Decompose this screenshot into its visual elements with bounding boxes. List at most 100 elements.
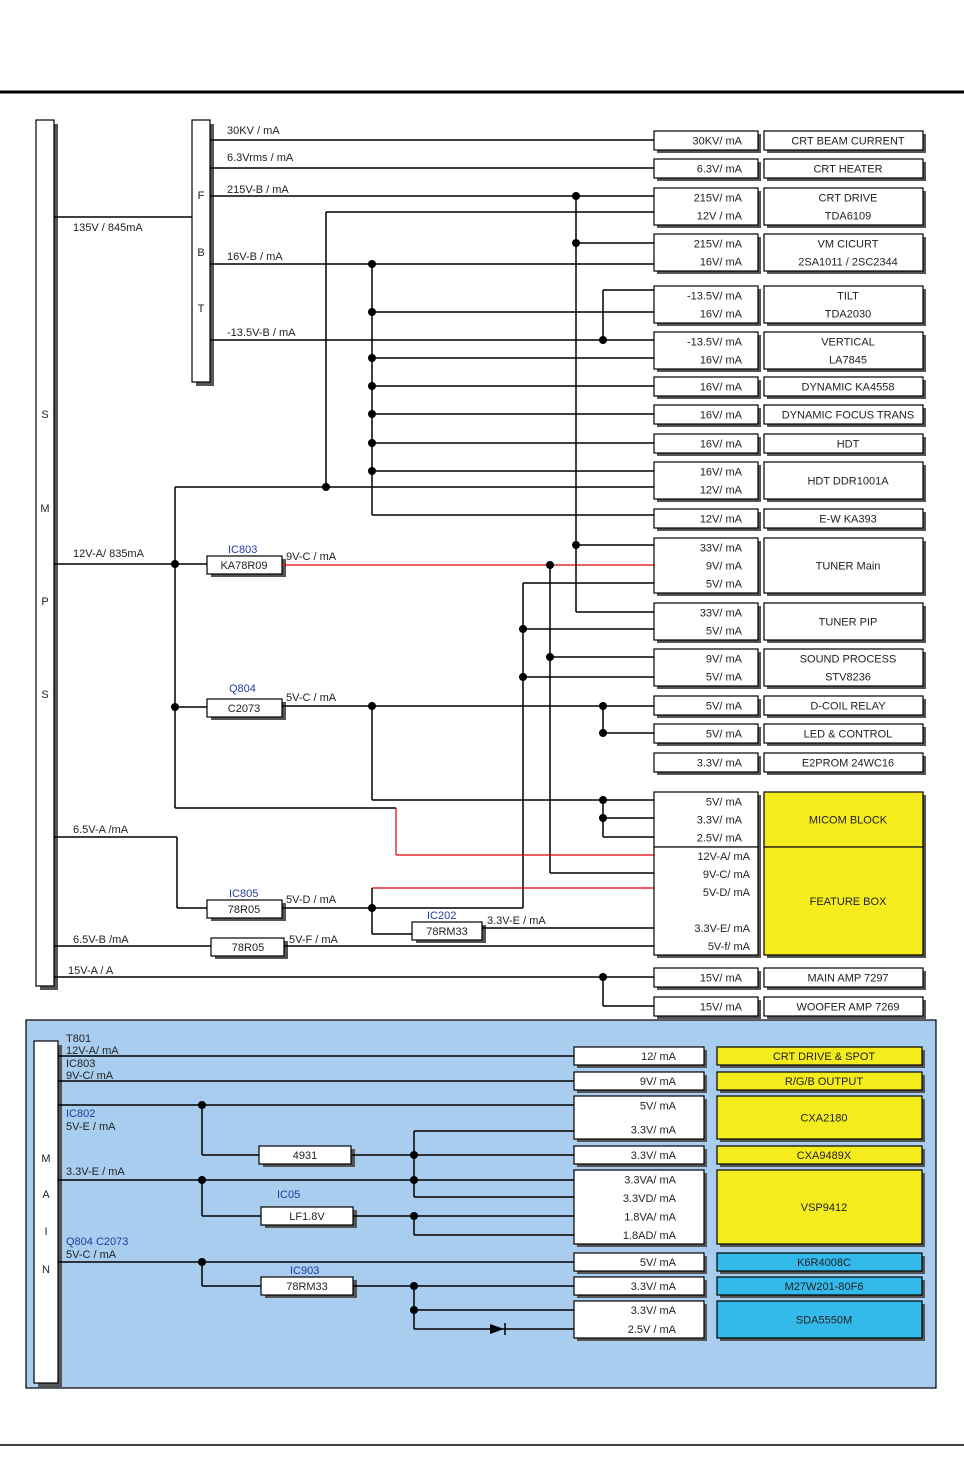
load-name: CRT BEAM CURRENT <box>791 136 905 148</box>
load-name: MAIN AMP 7297 <box>807 973 888 985</box>
load-block <box>763 508 924 529</box>
svg-text:78R05: 78R05 <box>232 942 264 954</box>
voltage-value: 3.3V/ mA <box>697 758 743 770</box>
load-block <box>763 461 924 500</box>
load-name: VERTICAL <box>821 337 875 349</box>
rail-label: 12V-A/ 835mA <box>73 548 145 560</box>
voltage-value: 12V / mA <box>697 211 743 223</box>
load-block <box>763 331 924 370</box>
load-name: CRT DRIVE & SPOT <box>773 1051 876 1063</box>
voltage-box <box>653 967 759 988</box>
voltage-box <box>573 1252 705 1272</box>
voltage-value: 9V/ mA <box>640 1076 677 1088</box>
voltage-box <box>573 1300 705 1339</box>
rail-label: 215V-B / mA <box>227 184 289 196</box>
voltage-value: 1.8VA/ mA <box>624 1211 676 1223</box>
load-block <box>763 233 924 272</box>
main-rail-label: 3.3V-E / mA <box>66 1166 125 1178</box>
voltage-value: -13.5V/ mA <box>687 337 743 349</box>
load-block <box>763 130 924 151</box>
main-rail-ref: Q804 C2073 <box>66 1236 128 1248</box>
load-name: HDT <box>837 439 860 451</box>
fbt-block <box>191 119 211 383</box>
load-block <box>716 1145 923 1165</box>
voltage-box <box>573 1046 705 1066</box>
voltage-value: 2.5V/ mA <box>697 833 743 845</box>
voltage-value: 6.3V/ mA <box>697 164 743 176</box>
rail-label: 6.5V-B /mA <box>73 934 129 946</box>
load-name: TUNER PIP <box>819 617 878 629</box>
voltage-value: 5V-D/ mA <box>703 887 751 899</box>
load-name: VM CICURT <box>818 239 879 251</box>
smps-block <box>35 119 55 987</box>
svg-text:LF1.8V: LF1.8V <box>289 1211 325 1223</box>
svg-text:C2073: C2073 <box>228 703 260 715</box>
load-name: MICOM BLOCK <box>809 815 888 827</box>
load-name: TDA6109 <box>825 211 871 223</box>
voltage-box <box>653 331 759 370</box>
load-block <box>763 158 924 179</box>
voltage-box <box>653 461 759 500</box>
q804-transistor <box>206 698 283 718</box>
main-rail-label: 5V-E / mA <box>66 1121 116 1133</box>
load-name: LED & CONTROL <box>804 729 893 741</box>
voltage-value: 3.3V-E/ mA <box>694 923 750 935</box>
load-block <box>763 648 924 687</box>
voltage-value: 5V-f/ mA <box>708 941 751 953</box>
load-name: 2SA1011 / 2SC2344 <box>798 257 897 269</box>
svg-text:78RM33: 78RM33 <box>286 1281 328 1293</box>
voltage-value: 215V/ mA <box>694 239 743 251</box>
voltage-box <box>653 158 759 179</box>
voltage-box <box>573 1169 705 1245</box>
voltage-value: 9V-C/ mA <box>703 869 751 881</box>
voltage-value: 3.3V/ mA <box>631 1305 677 1317</box>
voltage-value: 16V/ mA <box>700 439 743 451</box>
load-name: DYNAMIC FOCUS TRANS <box>782 410 914 422</box>
voltage-value: 33V/ mA <box>700 543 743 555</box>
ic903-ref: IC903 <box>290 1265 319 1277</box>
load-block <box>716 1046 923 1066</box>
rail-label: 9V-C / mA <box>286 551 337 563</box>
load-name: FEATURE BOX <box>810 896 887 908</box>
main-rail-label: 9V-C/ mA <box>66 1070 114 1082</box>
load-block <box>763 187 924 226</box>
voltage-box <box>653 752 759 773</box>
voltage-box <box>573 1095 705 1140</box>
voltage-box <box>653 376 759 397</box>
voltage-value: 9V/ mA <box>706 654 743 666</box>
voltage-value: 5V/ mA <box>706 797 743 809</box>
voltage-box <box>573 1071 705 1091</box>
load-name: TILT <box>837 291 859 303</box>
voltage-value: 30KV/ mA <box>692 136 742 148</box>
load-name: M27W201-80F6 <box>785 1281 864 1293</box>
load-name: DYNAMIC KA4558 <box>802 382 895 394</box>
voltage-box <box>653 648 759 687</box>
main-letter: N <box>42 1264 50 1276</box>
ic805-regulator <box>206 899 283 919</box>
ic805-ref: IC805 <box>229 888 258 900</box>
main-letter: M <box>41 1153 50 1165</box>
main-rail-label: 5V-C / mA <box>66 1249 117 1261</box>
load-block <box>763 695 924 716</box>
voltage-value: 5V/ mA <box>706 729 743 741</box>
load-name: STV8236 <box>825 672 871 684</box>
svg-text:KA78R09: KA78R09 <box>220 560 267 572</box>
voltage-value: 33V/ mA <box>700 608 743 620</box>
voltage-box <box>653 508 759 529</box>
ic803-ref: IC803 <box>228 544 257 556</box>
load-name: CRT DRIVE <box>819 193 878 205</box>
